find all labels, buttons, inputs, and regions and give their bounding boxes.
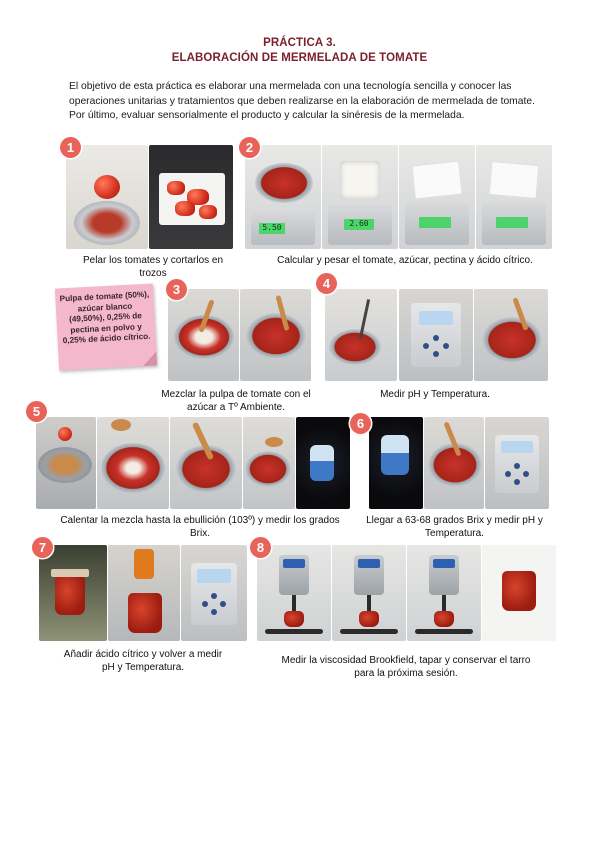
step2-badge: 2 — [239, 137, 260, 158]
step3-caption: Mezclar la pulpa de tomate con el azúcar… — [161, 389, 311, 413]
step4-photo-pot-probe — [325, 289, 397, 381]
step8-badge: 8 — [250, 537, 271, 558]
ingredients-sticky-note: Pulpa de tomate (50%), azúcar blanco (49… — [54, 283, 158, 371]
step5-photo-sampling — [243, 417, 295, 509]
step5-photo-heating — [36, 417, 96, 509]
step7-photo-jar-hand — [39, 545, 107, 641]
step2-scale2-display: 2.60 — [344, 219, 374, 230]
step2-photo-scale-tomato: 5.50 — [245, 145, 321, 249]
step6-photo-pot — [424, 417, 484, 509]
step3-badge: 3 — [166, 279, 187, 300]
step8-photo-sealed-jar — [482, 545, 556, 641]
step4-photo-ph-meter — [399, 289, 473, 381]
step6-badge: 6 — [350, 413, 371, 434]
step2-photo-scale-pectin — [399, 145, 475, 249]
step2-caption: Calcular y pesar el tomate, azúcar, pect… — [277, 255, 533, 266]
step6-photo-ph-meter — [485, 417, 549, 509]
step8-caption: Medir la viscosidad Brookfield, tapar y … — [281, 655, 531, 679]
intro-paragraph: El objetivo de esta práctica es elaborar… — [69, 81, 535, 122]
step8-photo-viscometer-3 — [407, 545, 481, 641]
step5-caption: Calentar la mezcla hasta la ebullición (… — [60, 515, 340, 539]
step3-photo-mixing — [168, 289, 239, 381]
step8-photo-viscometer-1 — [257, 545, 331, 641]
page-title-line2: ELABORACIÓN DE MERMELADA DE TOMATE — [171, 52, 428, 64]
step8-photo-viscometer-2 — [332, 545, 406, 641]
step7-photo-filling-jar — [108, 545, 180, 641]
step5-photo-refractometer — [296, 417, 350, 509]
step4-photo-stirring — [474, 289, 548, 381]
step6-photo-refractometer — [369, 417, 423, 509]
step1-badge: 1 — [60, 137, 81, 158]
step1-caption: Pelar los tomates y cortarlos en trozos — [82, 255, 224, 279]
page-title-line1: PRÁCTICA 3. — [263, 37, 336, 49]
step4-badge: 4 — [316, 273, 337, 294]
step1-photo-peeling — [66, 145, 148, 249]
step4-caption: Medir pH y Temperatura. — [380, 389, 490, 400]
step6-caption: Llegar a 63-68 grados Brix y medir pH y … — [366, 515, 543, 539]
step2-photo-scale-sugar: 2.60 — [322, 145, 398, 249]
step7-badge: 7 — [32, 537, 53, 558]
step2-photo-scale-citric — [476, 145, 552, 249]
step1-photo-cut-tomatoes — [149, 145, 233, 249]
step3-photo-mixture — [240, 289, 311, 381]
step2-scale1-display: 5.50 — [259, 223, 285, 234]
step7-photo-ph-meter — [181, 545, 247, 641]
step5-badge: 5 — [26, 401, 47, 422]
step5-photo-boiling-sugar — [97, 417, 169, 509]
step5-photo-stirring — [170, 417, 242, 509]
step7-caption: Añadir ácido cítrico y volver a medir pH… — [63, 649, 223, 673]
